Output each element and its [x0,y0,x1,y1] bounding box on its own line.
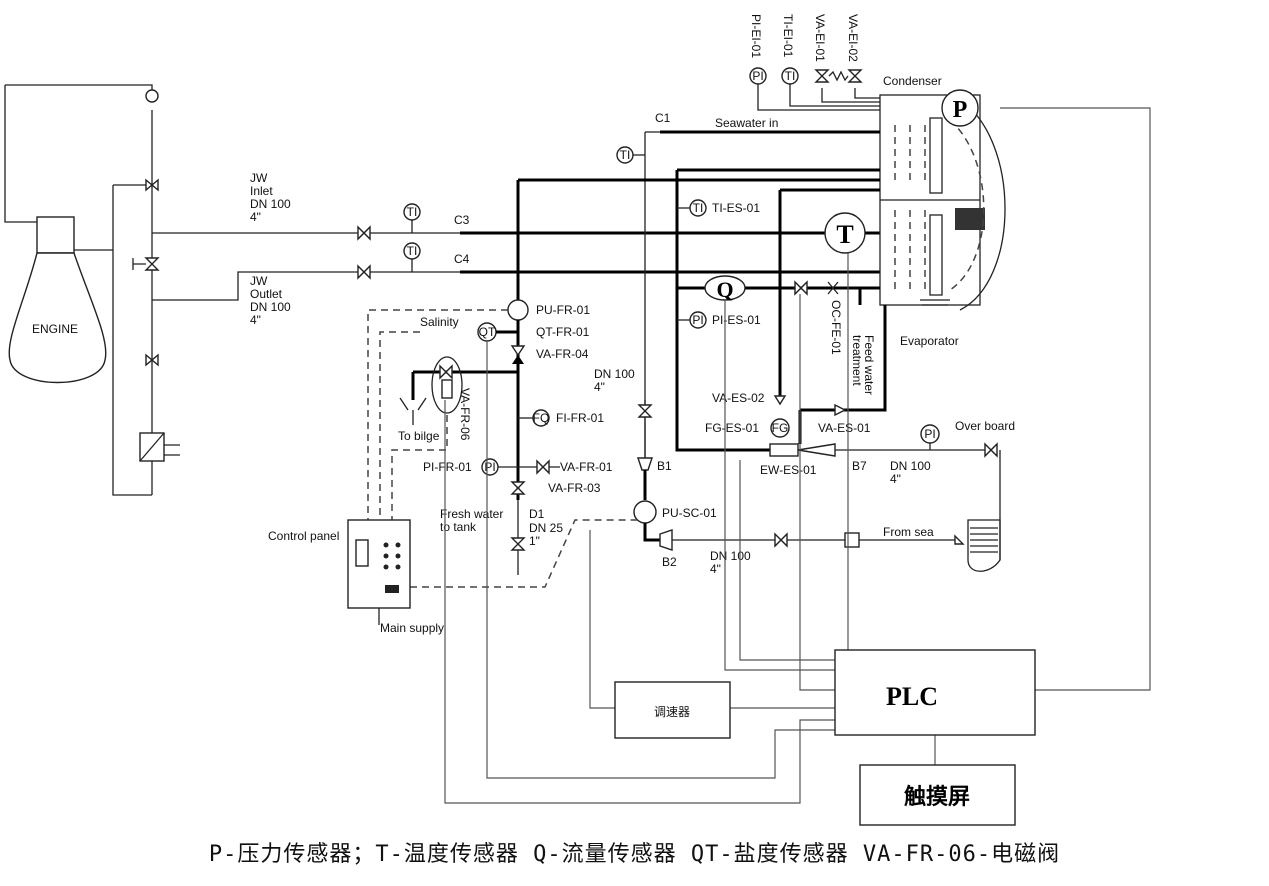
jw-inlet-label-4: 4" [250,210,261,224]
tag-ti-es-01: TI-ES-01 [712,201,760,215]
tag-ew-es-01: EW-ES-01 [760,463,817,477]
evaporator-label: Evaporator [900,334,959,348]
tag-qt-fr-01: QT-FR-01 [536,325,590,339]
flow-sensor-label: Q [716,277,733,302]
jw-outlet-label-4: 4" [250,313,261,327]
ti-label: TI [407,244,418,258]
tag-va-fr-06: VA-FR-06 [458,388,472,441]
tag-pi-fr-01: PI-FR-01 [423,460,472,474]
b1-label: B1 [657,459,672,473]
b7-label: B7 [852,459,867,473]
flow-sensor: Q [704,275,746,302]
tag-va-es-01: VA-ES-01 [818,421,871,435]
ti-label: TI [693,201,704,215]
jw-outlet-label-1: JW [250,274,268,288]
feed-water-label-1: Feed water [862,335,876,395]
touchscreen-label: 触摸屏 [904,784,970,809]
fresh-water-label-1: Fresh water [440,507,503,521]
touchscreen: 触摸屏 [859,764,1016,826]
salinity-label: Salinity [420,315,459,329]
tag-va-ei-02: VA-EI-02 [846,14,860,62]
d1-label: D1 [529,507,545,521]
jw-outlet-label-2: Outlet [250,287,283,301]
tag-pi-es-01: PI-ES-01 [712,313,761,327]
valve-icons-engine [132,178,371,367]
dn100-a-2: 4" [594,380,605,394]
dn100-c-1: DN 100 [890,459,931,473]
pressure-sensor-label: P [953,97,968,123]
temperature-sensor-label: T [836,220,853,249]
ti-label: TI [407,205,418,219]
b2-label: B2 [662,555,677,569]
dn100-b-2: 4" [710,562,721,576]
tag-va-fr-01: VA-FR-01 [560,460,613,474]
pi-label: PI [752,69,763,83]
plc-label: PLC [886,682,938,711]
ejector-icon [769,443,799,457]
condenser-label: Condenser [883,74,942,88]
from-sea-label: From sea [883,525,934,539]
control-panel-label: Control panel [268,529,339,543]
dn100-a-1: DN 100 [594,367,635,381]
tag-fi-fr-01: FI-FR-01 [556,411,604,425]
fg-label: FG [772,421,789,435]
tag-ti-ei-01: TI-EI-01 [781,14,795,58]
condenser-instruments: PI TI PI-EI-01 TI-EI-01 VA-EI-01 VA-EI-0… [749,14,880,111]
pi-label: PI [692,313,703,327]
c3-label: C3 [454,213,470,227]
fq-label: FQ [533,411,550,425]
engine-loop [4,84,360,496]
jw-inlet-label-3: DN 100 [250,197,291,211]
sight-glass-icon [145,89,159,103]
tag-va-fr-04: VA-FR-04 [536,347,589,361]
dn100-b-1: DN 100 [710,549,751,563]
ti-label: TI [620,148,631,162]
tag-va-fr-03: VA-FR-03 [548,481,601,495]
demister-icon [955,208,985,230]
temperature-sensor: T [824,212,866,254]
legend-caption: P-压力传感器；T-温度传感器 Q-流量传感器 QT-盐度传感器 VA-FR-0… [208,842,1061,867]
plc: PLC [834,649,1036,736]
feed-water-label-2: treatment [850,335,864,386]
solenoid-valve-highlight [431,356,463,414]
pi-label: PI [484,460,495,474]
jw-inlet-label-1: JW [250,171,268,185]
condenser: Condenser Evaporator [879,74,1006,348]
tag-va-es-02: VA-ES-02 [712,391,765,405]
tag-va-ei-01: VA-EI-01 [813,14,827,62]
jw-outlet-label-3: DN 100 [250,300,291,314]
ti-label: TI [785,69,796,83]
c4-label: C4 [454,252,470,266]
pressure-sensor: P [941,89,979,127]
dn25-label-2: 1" [529,534,540,548]
speed-controller: 调速器 [614,681,731,739]
engine: ENGINE [8,216,107,384]
to-bilge-label: To bilge [398,429,440,443]
engine-label: ENGINE [32,322,78,336]
tag-pi-ei-01: PI-EI-01 [749,14,763,58]
speed-controller-label: 调速器 [654,705,690,719]
pi-label: PI [924,427,935,441]
tag-pu-sc-01: PU-SC-01 [662,506,717,520]
ti-bubble-c4 [403,242,421,260]
fresh-water-label-2: to tank [440,520,477,534]
dn25-label-1: DN 25 [529,521,563,535]
ti-bubble-c3 [403,203,421,221]
control-panel: Control panel Main supply [268,519,444,635]
qt-label: QT [479,325,496,339]
dn100-c-2: 4" [890,472,901,486]
seawater-in-label: Seawater in [715,116,778,130]
c1-label: C1 [655,111,671,125]
over-board-label: Over board [955,419,1015,433]
tag-oc-fe-01: OC-FE-01 [829,300,843,355]
tag-fg-es-01: FG-ES-01 [705,421,759,435]
tag-pu-fr-01: PU-FR-01 [536,303,590,317]
jw-inlet-label-2: Inlet [250,184,273,198]
pump-pu-fr-01 [507,299,529,321]
main-supply-label: Main supply [380,621,444,635]
